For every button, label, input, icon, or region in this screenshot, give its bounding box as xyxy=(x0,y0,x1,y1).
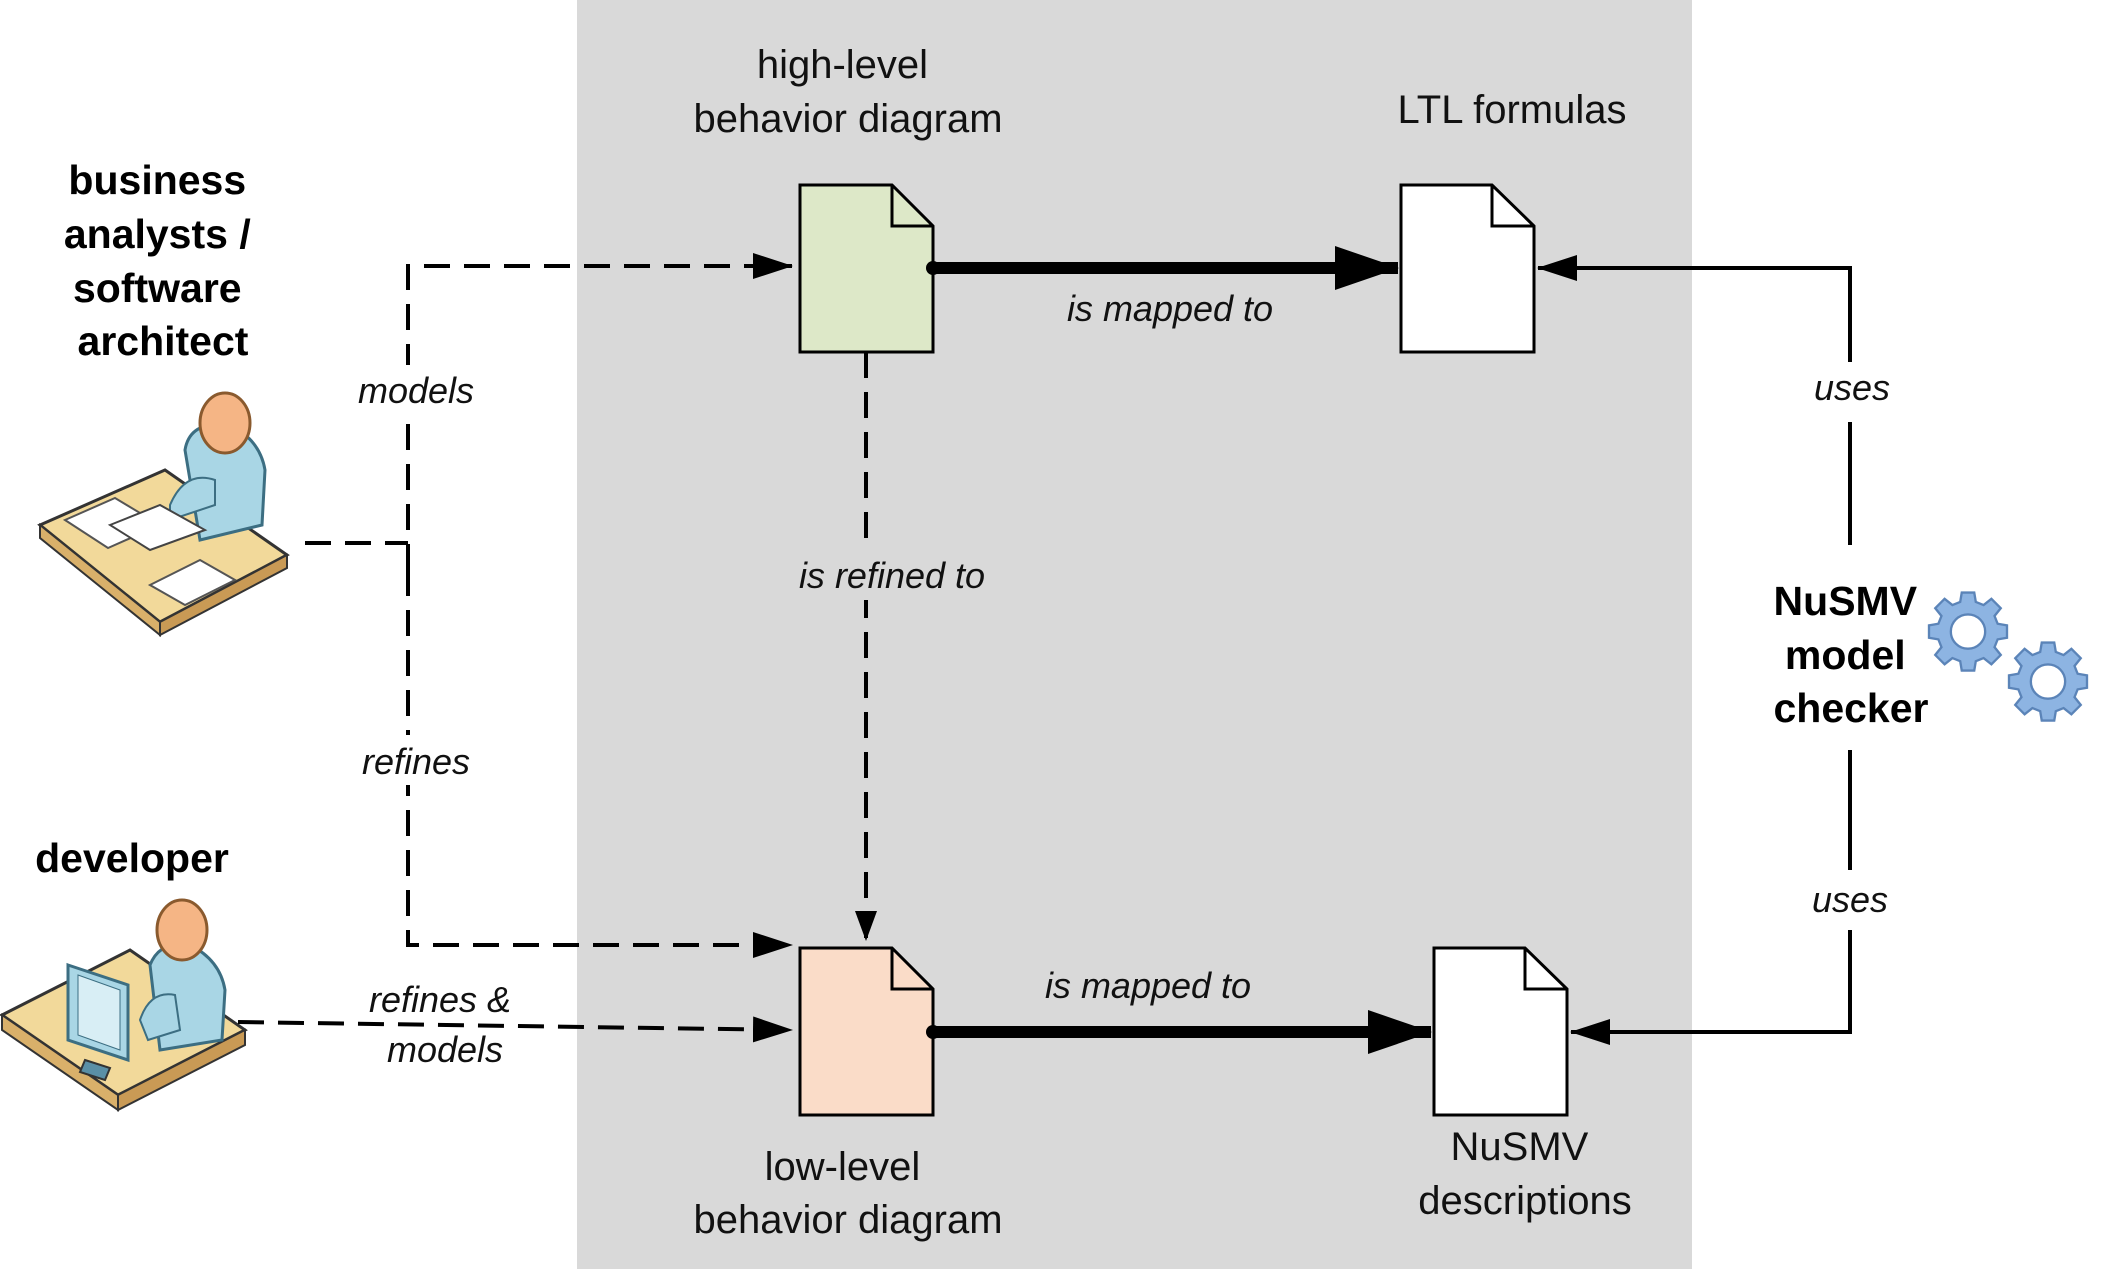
nusmv-document-icon xyxy=(1432,946,1569,1117)
nusmv-desc-label: NuSMV descriptions xyxy=(1418,1125,1631,1223)
refines-models-label: refines & models xyxy=(369,979,521,1070)
refines-connector xyxy=(406,570,793,958)
mapped-to-bottom-label: is mapped to xyxy=(1045,965,1251,1006)
developer-label: developer xyxy=(35,835,229,881)
high-level-document-icon xyxy=(798,183,935,354)
low-level-doc-label: low-level behavior diagram xyxy=(693,1145,1002,1242)
model-checker-label: NuSMV model checker xyxy=(1773,578,1928,731)
high-level-doc-label: high-level behavior diagram xyxy=(693,43,1002,141)
mapped-to-top-label: is mapped to xyxy=(1067,288,1273,329)
ltl-label: LTL formulas xyxy=(1398,88,1627,132)
uses-top-connector xyxy=(1537,255,1852,545)
uses-bottom-connector xyxy=(1570,750,1852,1045)
refines-label: refines xyxy=(362,741,470,782)
models-label: models xyxy=(358,370,474,411)
uses-bottom-label: uses xyxy=(1812,879,1888,920)
refines-models-connector xyxy=(237,1016,793,1043)
gears-icon xyxy=(1927,591,2089,722)
developer-at-computer-icon xyxy=(0,898,248,1112)
ltl-document-icon xyxy=(1399,183,1536,354)
uses-top-label: uses xyxy=(1814,367,1890,408)
analyst-label: business analysts / software architect xyxy=(64,157,262,364)
analyst-at-desk-icon xyxy=(37,391,290,638)
models-connector xyxy=(406,253,793,570)
low-level-document-icon xyxy=(798,946,935,1117)
is-refined-to-label: is refined to xyxy=(799,555,985,596)
